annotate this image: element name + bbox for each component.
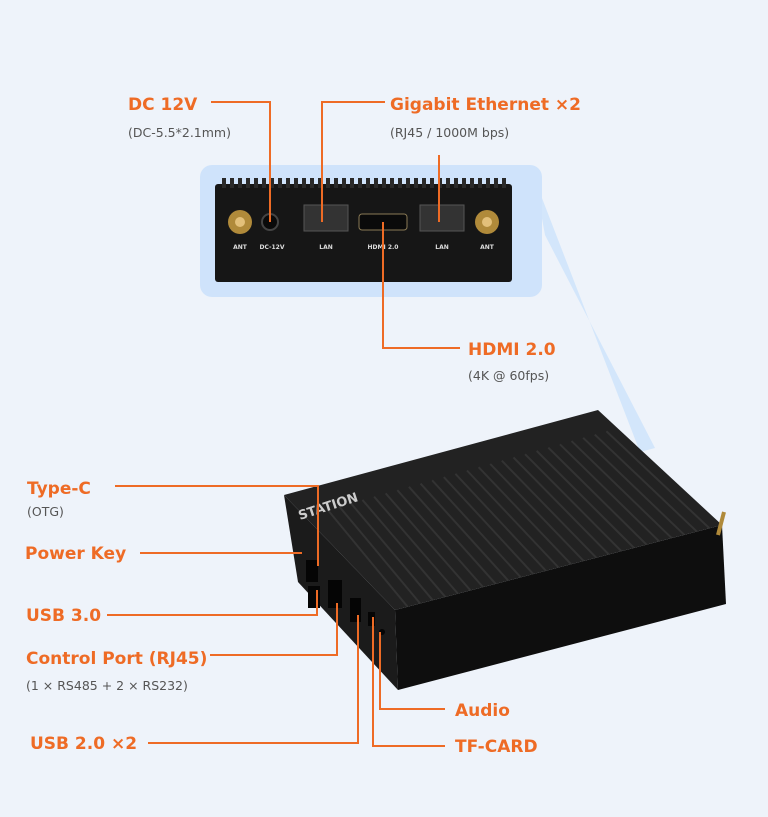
zoom-beam [535,180,655,452]
hdmi-sub: (4K @ 60fps) [468,368,549,383]
heatsink-fin [466,469,560,569]
heatsink-fin [454,178,458,188]
usb2-port-icon [350,598,361,622]
heatsink-fin [278,178,282,188]
heatsink-fin [582,437,685,536]
heatsink-fin [350,178,354,188]
type-c-port-icon [306,560,318,582]
heatsink-fin [431,479,522,578]
ethernet-label: Gigabit Ethernet ×2 [390,95,581,115]
heatsink-fin [570,440,673,539]
heatsink-fin [470,178,474,188]
heatsink-fin [446,178,450,188]
heatsink-fin [443,476,535,575]
antenna-icon [716,511,726,536]
heatsink-fin [478,178,482,188]
heatsink-fin [262,178,266,188]
heatsink-fin [398,178,402,188]
heatsink-fin [535,450,635,549]
heatsink-fin [222,178,226,188]
heatsink-fin [270,178,274,188]
heatsink-fin [486,178,490,188]
port-label: ANT [233,244,248,251]
heatsink-fin [477,466,572,565]
heatsink-fin [326,509,409,608]
heatsink-fin [489,463,585,562]
leader-lines [107,101,460,747]
heatsink-fin [254,178,258,188]
tf-slot-icon [368,612,375,626]
port-label: DC-12V [259,244,284,251]
heatsink-fin [605,430,711,529]
heatsink-fin [414,178,418,188]
heatsink-fin [390,178,394,188]
dc-sub: (DC-5.5*2.1mm) [128,125,231,140]
port-label: ANT [480,244,495,251]
heatsink-fin [384,492,472,592]
heatsink-fin [366,178,370,188]
heatsink-fin [430,178,434,188]
heatsink-fin [494,178,498,188]
heatsink-fin [342,178,346,188]
heatsink-fin [406,178,410,188]
port-label: LAN [319,244,333,251]
heatsink-fin [382,178,386,188]
heatsink-fin [286,178,290,188]
heatsink-fin [302,178,306,188]
heatsink-fin [408,486,497,585]
port-label: LAN [435,244,449,251]
lan-port-icon [303,204,349,232]
power-key-label: Power Key [25,544,126,564]
heatsink-fin [294,178,298,188]
hdmi-label: HDMI 2.0 [468,340,556,360]
heatsink-fin [559,443,660,543]
usb2-label: USB 2.0 ×2 [30,734,137,754]
heatsink-fin [501,459,597,559]
heatsink-fin [422,178,426,188]
audio-label: Audio [455,701,510,721]
heatsink-fin [246,178,250,188]
usb3-label: USB 3.0 [26,606,101,626]
heatsink-fin [462,178,466,188]
heatsink-fin [594,433,698,533]
ethernet-sub: (RJ45 / 1000M bps) [390,125,509,140]
heatsink-fin [238,178,242,188]
typec-sub: (OTG) [27,504,64,519]
device-3d: STATION [284,410,726,690]
heatsink-fin [361,499,447,598]
heatsink-fin [318,178,322,188]
dc-label: DC 12V [128,95,198,115]
heatsink-fin [334,178,338,188]
heatsink-fin [502,178,506,188]
heatsink-fin [512,456,610,556]
heatsink-fin [338,505,421,605]
control-port-label: Control Port (RJ45) [26,649,207,669]
heatsink-fin [350,502,434,601]
heatsink-fin [454,473,547,572]
control-port-icon [328,580,342,608]
heatsink-fin [396,489,484,588]
rear-panel-device: ANT DC-12V LAN HDMI 2.0 LAN ANT [215,178,512,282]
heatsink-fin [373,496,459,595]
heatsink-fin [524,453,623,552]
heatsink-fin [374,178,378,188]
usb3-port-icon [308,586,320,608]
heatsink-fin [358,178,362,188]
heatsink-fin [230,178,234,188]
control-port-sub: (1 × RS485 + 2 × RS232) [26,678,188,693]
heatsink-fin [419,482,509,582]
heatsink-fin [547,446,648,546]
lan-port-icon [419,204,465,232]
tf-card-label: TF-CARD [455,737,538,757]
typec-label: Type-C [27,479,91,499]
heatsink-fin [310,178,314,188]
heatsink-fin [326,178,330,188]
